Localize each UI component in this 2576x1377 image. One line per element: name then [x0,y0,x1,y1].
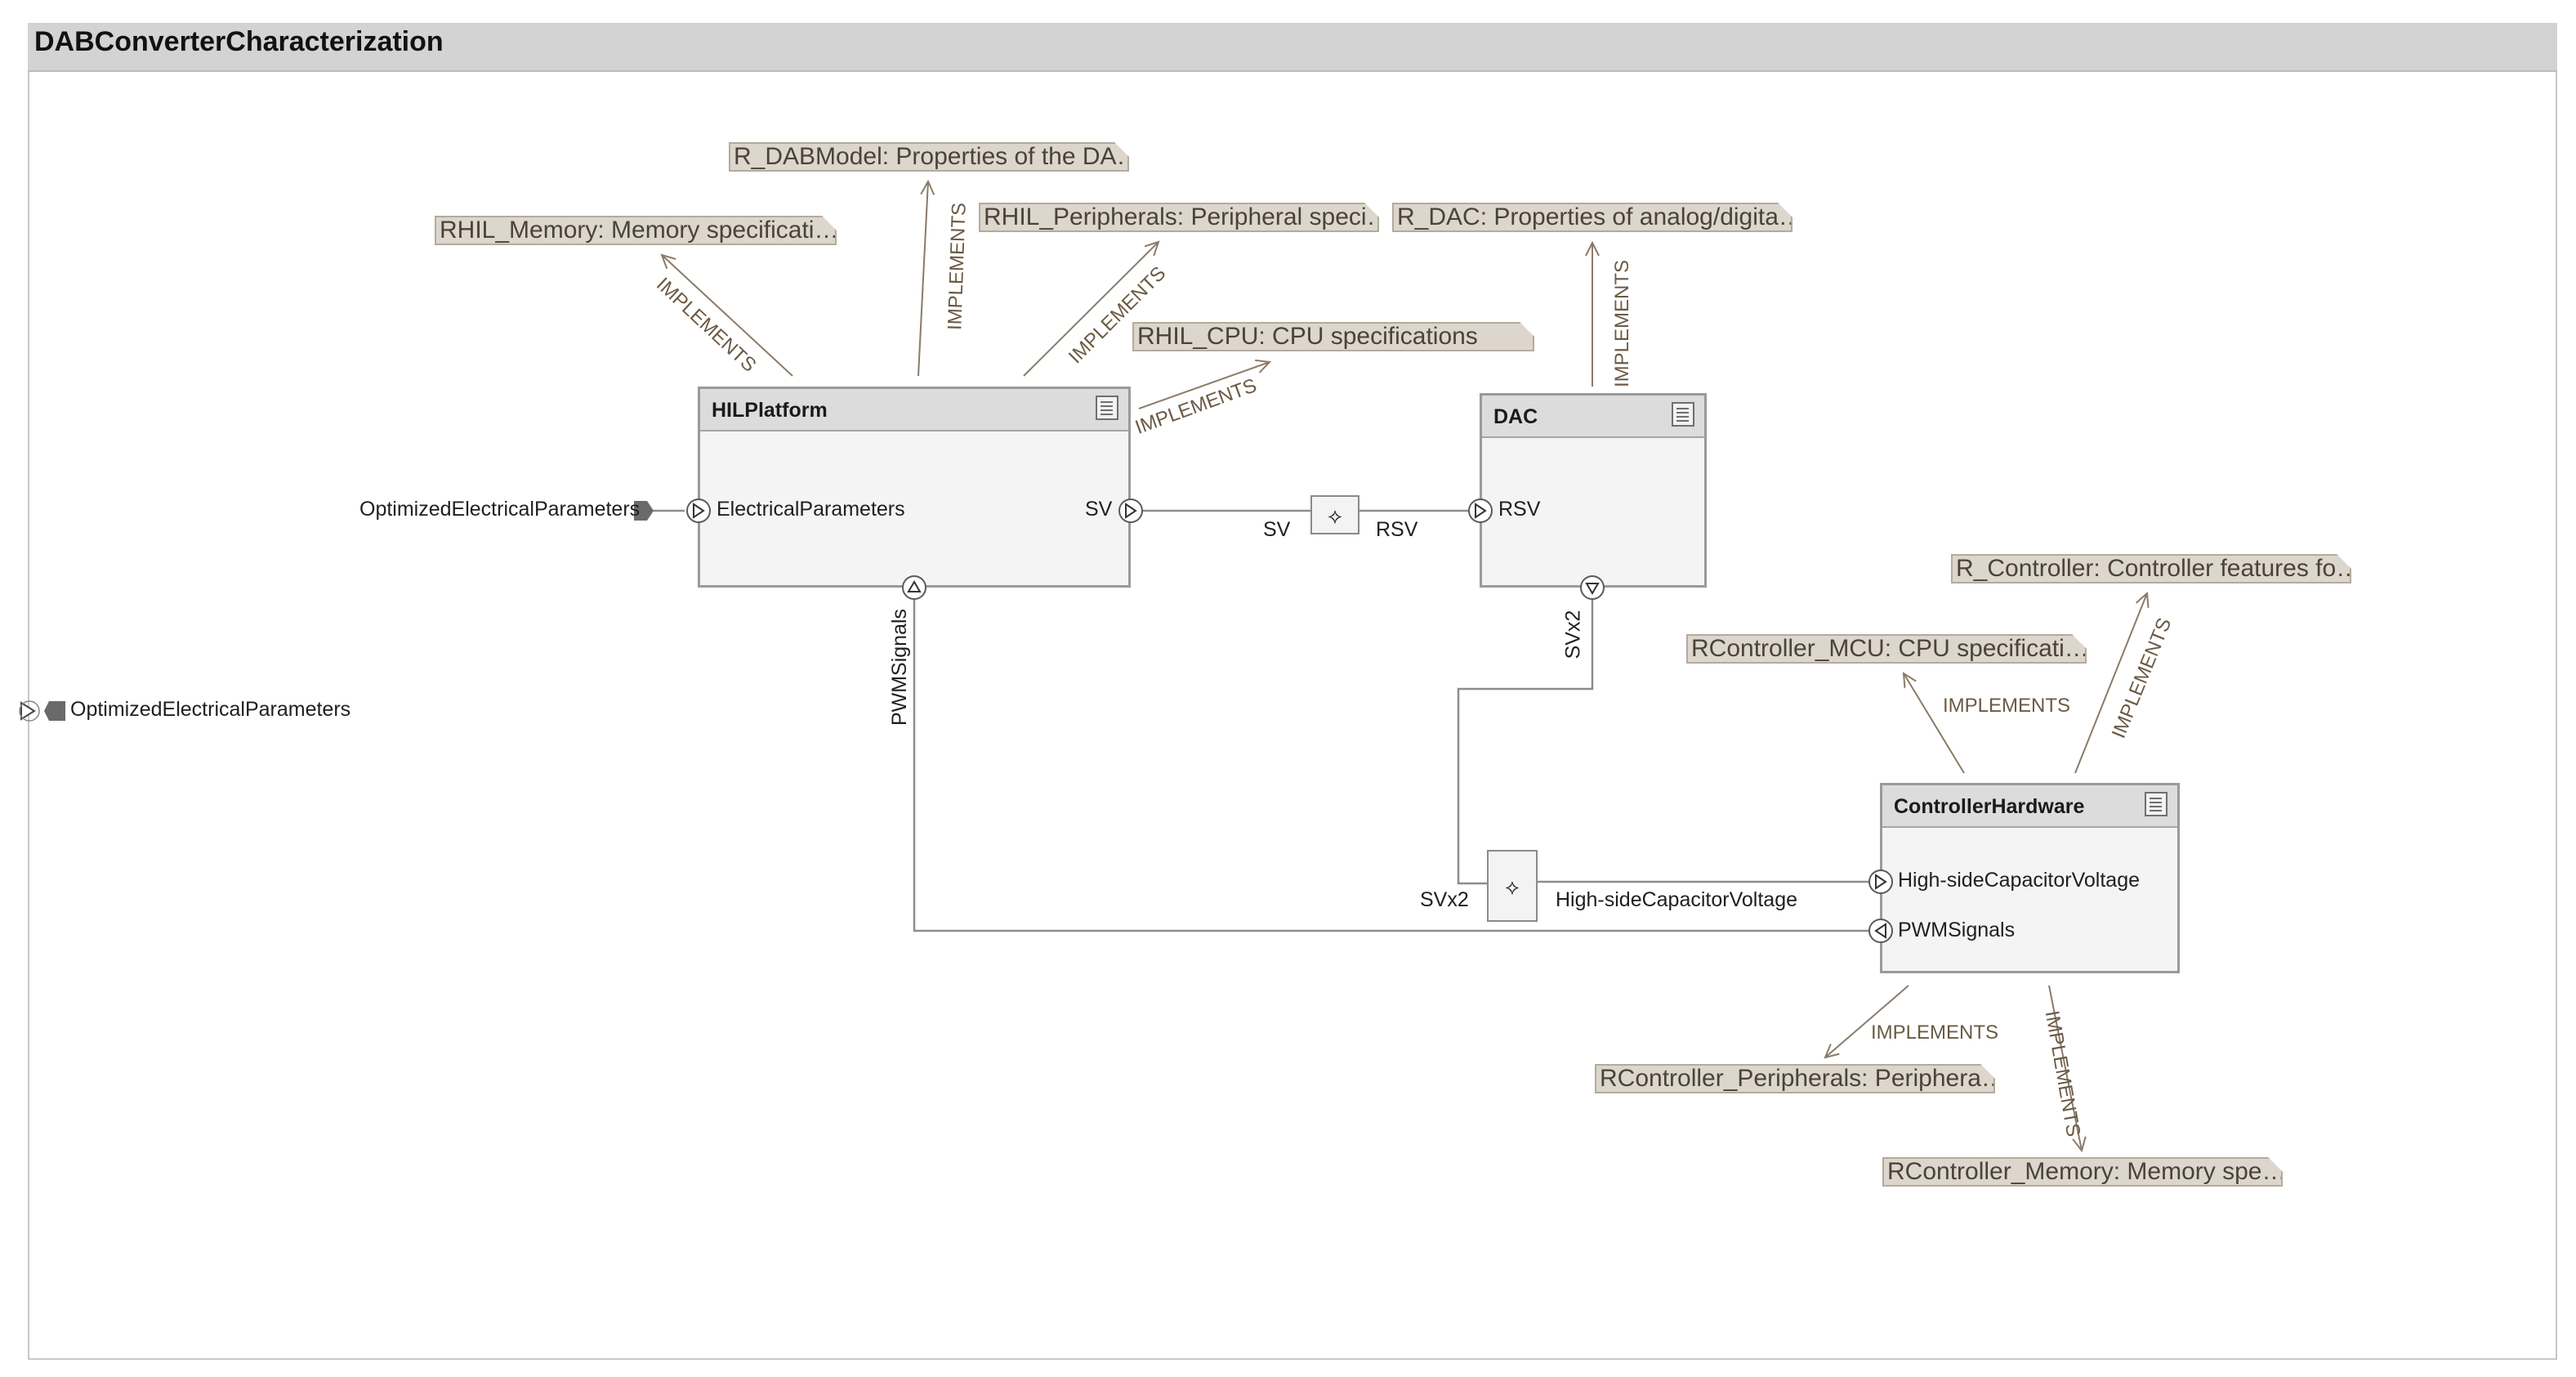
line-label-pwmsignals: PWMSignals [888,608,912,727]
requirement-rhil-memory[interactable]: RHIL_Memory: Memory specificati… [435,216,837,245]
requirement-r-controller[interactable]: R_Controller: Controller features fo… [1951,554,2351,583]
implements-arrow-hil-memory [662,255,793,377]
block-name: ControllerHardware [1894,795,2085,818]
line-label-sv: SV [1263,518,1291,541]
implements-label: IMPLEMENTS [1871,1022,1999,1044]
port-label-electricalparameters: ElectricalParameters [717,498,905,521]
implements-arrow-hil-cpu [1138,362,1270,409]
requirement-r-dac[interactable]: R_DAC: Properties of analog/digita… [1392,203,1792,232]
block-header [1882,785,2177,828]
block-name: DAC [1493,405,1538,428]
root-port-flag [44,701,65,721]
document-icon[interactable] [1096,396,1118,420]
implements-arrow-hil-dabmodel [917,181,928,377]
requirement-rhil-peripherals[interactable]: RHIL_Peripherals: Peripheral speci… [979,203,1379,232]
input-flag [634,501,654,521]
block-header [700,389,1128,431]
document-icon[interactable] [2145,792,2168,816]
root-port-marker [20,701,36,721]
connector-adapter-svx2[interactable]: ⟡ [1487,850,1538,922]
document-icon[interactable] [1672,402,1694,427]
port-label-sv-out: SV [1085,498,1113,521]
implements-label: IMPLEMENTS [944,202,971,331]
implements-arrow-ctrl-mcu [1904,673,1965,774]
block-controllerhardware[interactable]: ControllerHardware [1880,783,2180,973]
diagram-frame [28,23,2557,1360]
line-label-hscv: High-sideCapacitorVoltage [1556,888,1798,911]
input-label-optimized: OptimizedElectricalParameters [359,498,641,521]
block-hilplatform[interactable]: HILPlatform [698,387,1131,588]
port-label-hscv: High-sideCapacitorVoltage [1898,869,2141,892]
implements-label: IMPLEMENTS [1611,259,1634,388]
block-dac[interactable]: DAC [1480,393,1707,588]
wire-pwm-route [913,599,1870,932]
adapter-icon: ⟡ [1328,503,1342,528]
adapter-icon: ⟡ [1505,874,1520,899]
port-label-pwmsignals-ctrl: PWMSignals [1898,919,2016,941]
requirement-rcontroller-memory[interactable]: RController_Memory: Memory spe… [1882,1157,2283,1187]
implements-arrow-ctrl-peripherals [1825,985,1909,1057]
line-label-rsv: RSV [1376,518,1418,541]
line-label-svx2: SVx2 [1561,610,1585,659]
connector-adapter-sv[interactable]: ⟡ [1310,495,1359,534]
block-name: HILPlatform [712,399,828,422]
implements-arrow-ctrl-controller [2074,593,2147,774]
requirement-rhil-cpu[interactable]: RHIL_CPU: CPU specifications [1132,322,1534,351]
requirement-rcontroller-peripherals[interactable]: RController_Peripherals: Periphera… [1595,1064,1995,1093]
port-label-rsv: RSV [1498,498,1541,521]
wire-svx2-route [1457,597,1594,885]
implements-label: IMPLEMENTS [1943,695,2071,717]
line-label-svx2-left: SVx2 [1420,888,1469,911]
root-port-label: OptimizedElectricalParameters [70,698,351,721]
requirement-rcontroller-mcu[interactable]: RController_MCU: CPU specificati… [1686,634,2087,664]
title-bar [28,23,2557,72]
block-header [1482,396,1704,438]
implements-arrow-hil-peripherals [1023,242,1159,377]
requirement-r-dabmodel[interactable]: R_DABModel: Properties of the DA… [729,142,1129,172]
implements-arrow-ctrl-memory [2048,985,2082,1151]
diagram-title: DABConverterCharacterization [34,26,444,57]
